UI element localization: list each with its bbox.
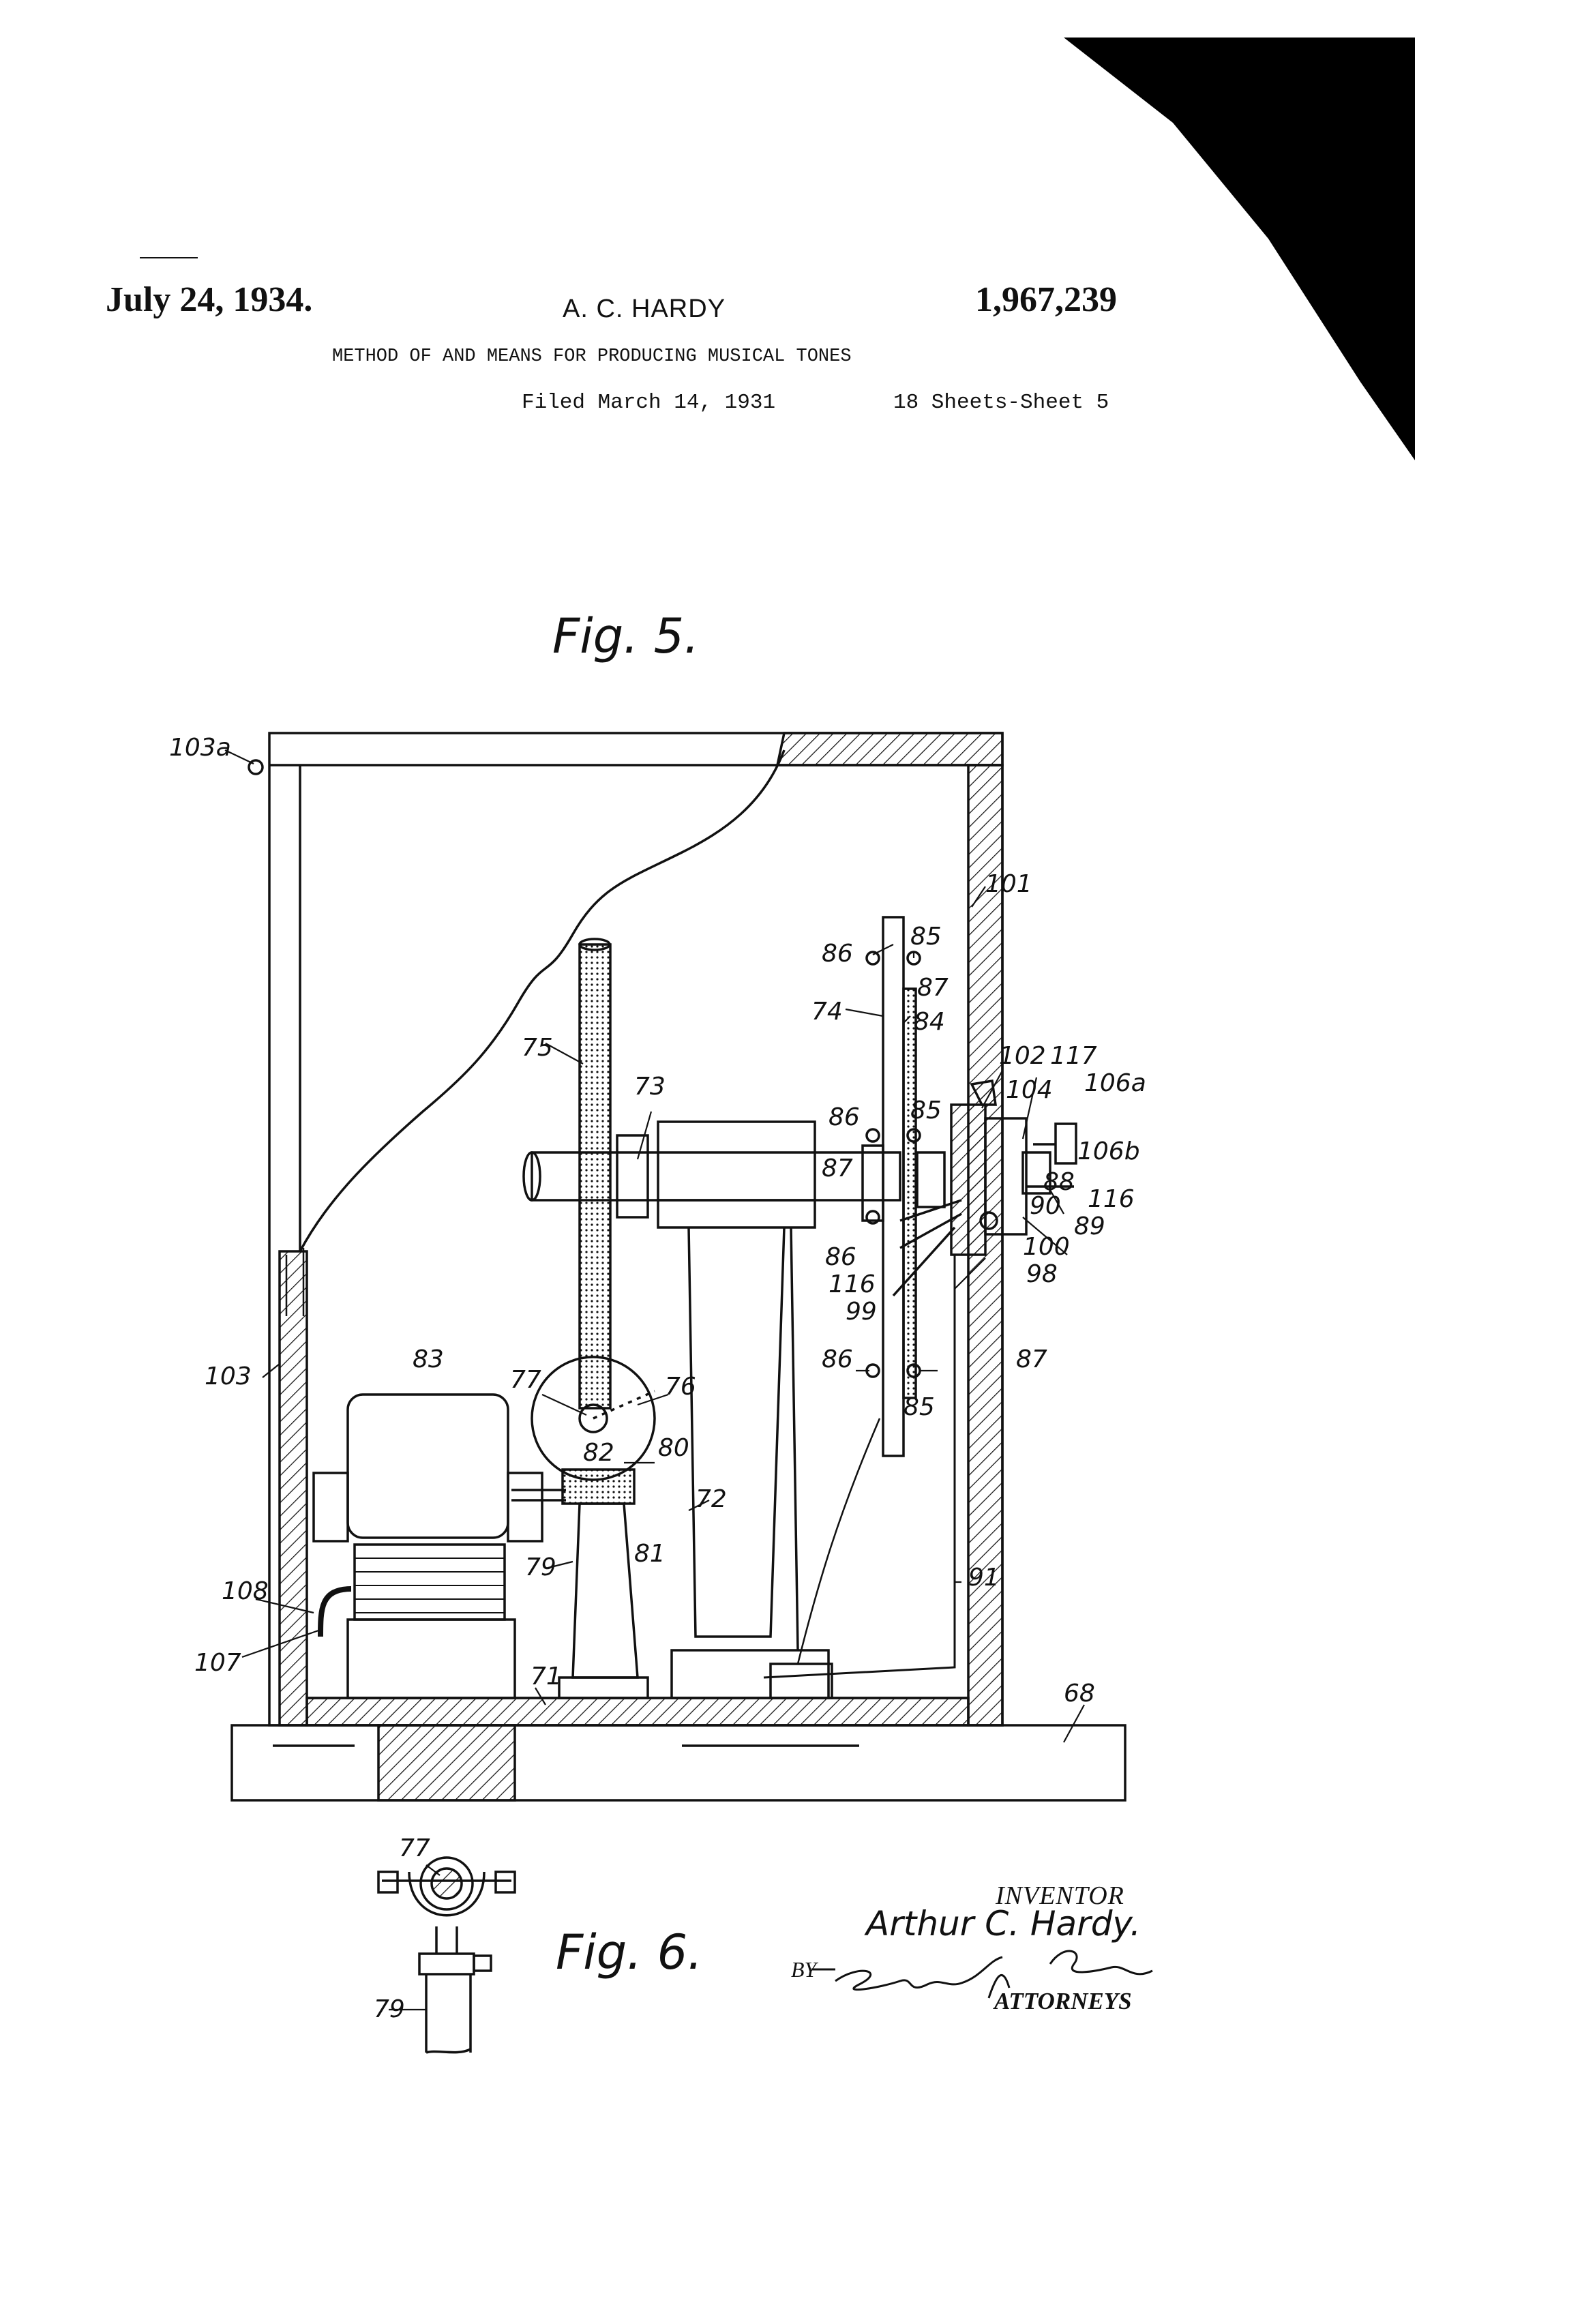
light-housing <box>950 1103 987 1256</box>
ref-86-bottom: 86 <box>822 1345 853 1373</box>
ref-77-fig6: 77 <box>399 1834 430 1862</box>
fig6-column <box>425 1974 472 2053</box>
bearing-yoke <box>408 1871 486 1917</box>
ref-68: 68 <box>1064 1680 1095 1708</box>
corner-shadow <box>1064 38 1415 460</box>
ref-74: 74 <box>811 998 843 1026</box>
worm-gear <box>561 1468 636 1505</box>
attorneys-caption: ATTORNEYS <box>994 1988 1132 2014</box>
ref-106a: 106a <box>1084 1069 1146 1097</box>
cabinet-left-wall <box>278 1250 308 1727</box>
ref-77: 77 <box>510 1366 541 1394</box>
ref-71: 71 <box>531 1663 562 1690</box>
cord <box>763 1255 956 1679</box>
patent-date: July 24, 1934. <box>106 280 313 319</box>
ref-88: 88 <box>1043 1168 1075 1196</box>
ref-104: 104 <box>1006 1076 1053 1104</box>
ref-72: 72 <box>696 1485 727 1513</box>
ref-81: 81 <box>634 1540 666 1568</box>
ref-85-top: 85 <box>910 923 942 951</box>
base-board <box>230 1724 1126 1802</box>
bearing-housing <box>657 1120 816 1229</box>
figure-5-drawing <box>230 732 1126 1802</box>
ref-100: 100 <box>1023 1233 1070 1261</box>
ref-82: 82 <box>583 1439 614 1467</box>
motor-base <box>346 1618 516 1699</box>
cabinet-outline <box>268 732 1004 1727</box>
patent-number: 1,967,239 <box>975 280 1117 319</box>
sheet-count: 18 Sheets-Sheet 5 <box>893 391 1109 415</box>
inventor-caption: INVENTOR <box>996 1881 1124 1910</box>
ref-75: 75 <box>522 1034 553 1062</box>
figure-6-drawing <box>377 1856 516 2054</box>
ref-116-left: 116 <box>829 1270 876 1298</box>
ref-108: 108 <box>222 1577 269 1605</box>
filing-date: Filed March 14, 1931 <box>522 391 776 415</box>
figure-6-label: Fig. 6. <box>556 1924 703 1980</box>
figure-5-label: Fig. 5. <box>552 608 700 664</box>
ref-86-mid: 86 <box>829 1103 860 1131</box>
ref-91: 91 <box>968 1564 1000 1592</box>
support-column <box>571 1502 639 1679</box>
ref-80: 80 <box>658 1434 689 1462</box>
ref-90: 90 <box>1030 1192 1061 1220</box>
ref-89: 89 <box>1074 1212 1105 1240</box>
ref-85-mid: 85 <box>910 1097 942 1124</box>
by-label: BY <box>791 1957 817 1982</box>
ref-107: 107 <box>194 1649 241 1677</box>
motor-cable <box>318 1586 352 1637</box>
ref-87-top: 87 <box>917 974 949 1002</box>
attorney-signature <box>835 1950 1153 1999</box>
ref-102: 102 <box>999 1042 1046 1070</box>
ref-117: 117 <box>1050 1042 1097 1070</box>
cutaway-break-line <box>299 749 786 1252</box>
ref-79: 79 <box>525 1553 556 1581</box>
ref-103a: 103a <box>169 734 231 762</box>
ref-98: 98 <box>1026 1260 1058 1288</box>
ref-101: 101 <box>985 870 1032 898</box>
pedestal <box>687 1227 786 1638</box>
motor-body <box>346 1393 509 1539</box>
ref-87-bottom: 87 <box>1016 1345 1047 1373</box>
inventor-name: A. C. HARDY <box>563 295 726 323</box>
ref-86-top: 86 <box>822 940 853 968</box>
ref-99: 99 <box>846 1298 877 1326</box>
ref-73: 73 <box>634 1073 666 1101</box>
patent-title: METHOD OF AND MEANS FOR PRODUCING MUSICA… <box>332 346 852 367</box>
cabinet-floor <box>305 1697 970 1727</box>
ref-83: 83 <box>413 1345 444 1373</box>
ref-116-right: 116 <box>1088 1185 1135 1213</box>
ref-76: 76 <box>665 1373 696 1401</box>
inventor-signature: Arthur C. Hardy. <box>866 1904 1141 1943</box>
lid-hinge <box>248 759 264 775</box>
ref-87-mid: 87 <box>822 1154 853 1182</box>
ref-79-fig6: 79 <box>374 1995 405 2023</box>
ref-106b: 106b <box>1077 1137 1140 1165</box>
ref-86-low: 86 <box>825 1243 856 1271</box>
adjust-knob <box>1054 1122 1077 1165</box>
ref-84: 84 <box>914 1008 945 1036</box>
ref-103: 103 <box>205 1362 252 1390</box>
ref-85-bottom: 85 <box>904 1393 935 1421</box>
belt <box>578 943 612 1410</box>
